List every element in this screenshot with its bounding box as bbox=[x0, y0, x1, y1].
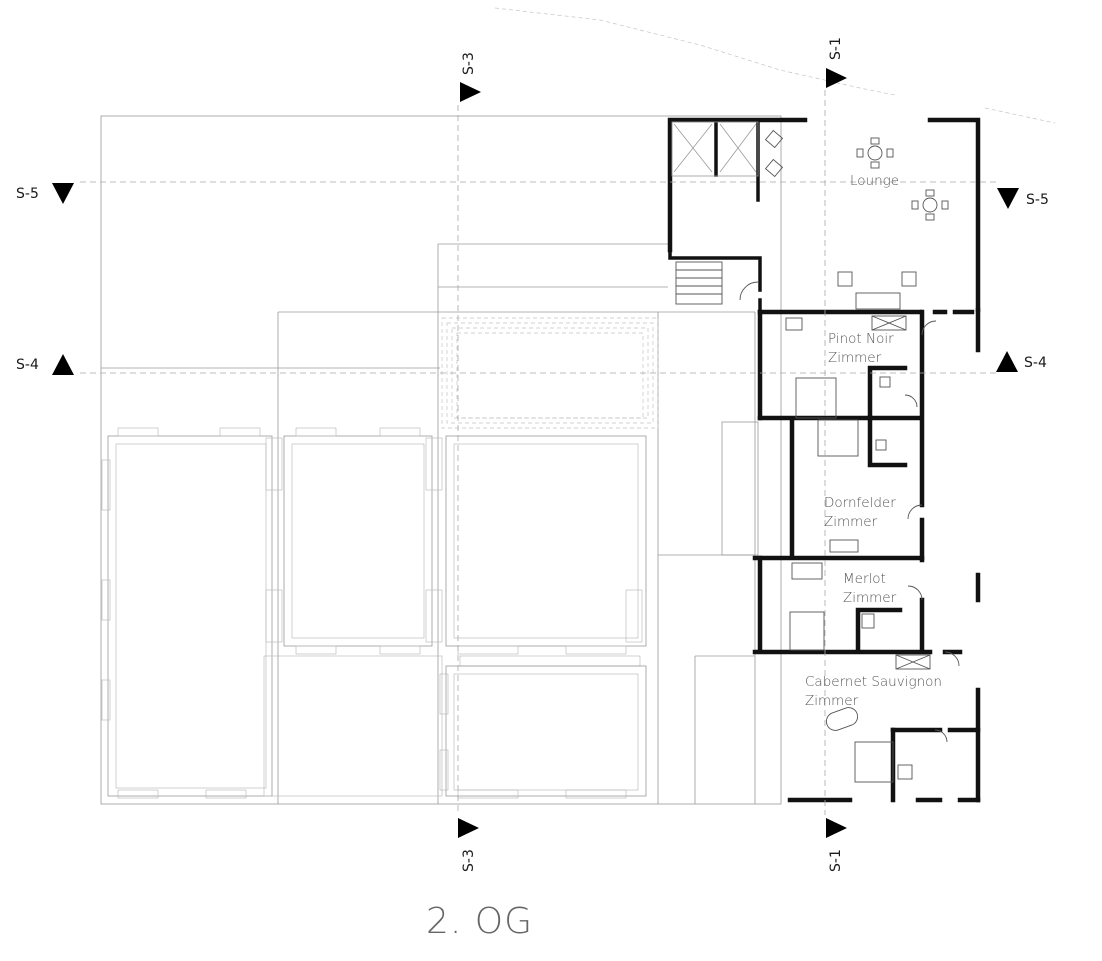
s1-top-arrow bbox=[826, 68, 847, 88]
room-label-cabernet-2: Zimmer bbox=[805, 693, 859, 709]
s4-left-arrow bbox=[52, 354, 74, 375]
s3-bottom-label: S-3 bbox=[461, 849, 477, 872]
s4-left-label: S-4 bbox=[16, 357, 39, 373]
room-label-lounge: Lounge bbox=[850, 173, 899, 189]
s4-right-arrow bbox=[996, 351, 1018, 372]
s1-bottom-label: S-1 bbox=[828, 849, 844, 872]
s1-bottom-arrow bbox=[826, 818, 847, 838]
site-boundary-line bbox=[494, 7, 896, 96]
s5-left-label: S-5 bbox=[16, 186, 39, 202]
room-label-cabernet-1: Cabernet Sauvignon bbox=[805, 674, 942, 690]
room-label-merlot-1: Merlot bbox=[843, 571, 886, 587]
new-walls bbox=[667, 117, 981, 803]
furniture bbox=[675, 129, 960, 783]
s5-left-arrow bbox=[52, 183, 74, 204]
room-label-dornfelder-2: Zimmer bbox=[824, 514, 878, 530]
s3-top-label: S-3 bbox=[461, 52, 477, 75]
section-lines bbox=[80, 90, 1000, 815]
floor-title: 2. OG bbox=[426, 901, 533, 942]
s3-top-arrow bbox=[460, 82, 481, 102]
room-label-pinot-noir-2: Zimmer bbox=[828, 350, 882, 366]
courtyard-frames bbox=[101, 427, 647, 799]
room-label-dornfelder-1: Dornfelder bbox=[824, 495, 896, 511]
s3-bottom-arrow bbox=[458, 818, 479, 838]
existing-building bbox=[100, 115, 782, 805]
s4-right-label: S-4 bbox=[1024, 355, 1047, 371]
section-arrows bbox=[52, 68, 1019, 838]
s5-right-label: S-5 bbox=[1026, 192, 1049, 208]
room-label-pinot-noir-1: Pinot Noir bbox=[828, 331, 894, 347]
s1-top-label: S-1 bbox=[828, 37, 844, 60]
site-boundary-line-right bbox=[984, 107, 1056, 124]
s5-right-arrow bbox=[997, 188, 1019, 209]
room-label-merlot-2: Zimmer bbox=[843, 590, 897, 606]
